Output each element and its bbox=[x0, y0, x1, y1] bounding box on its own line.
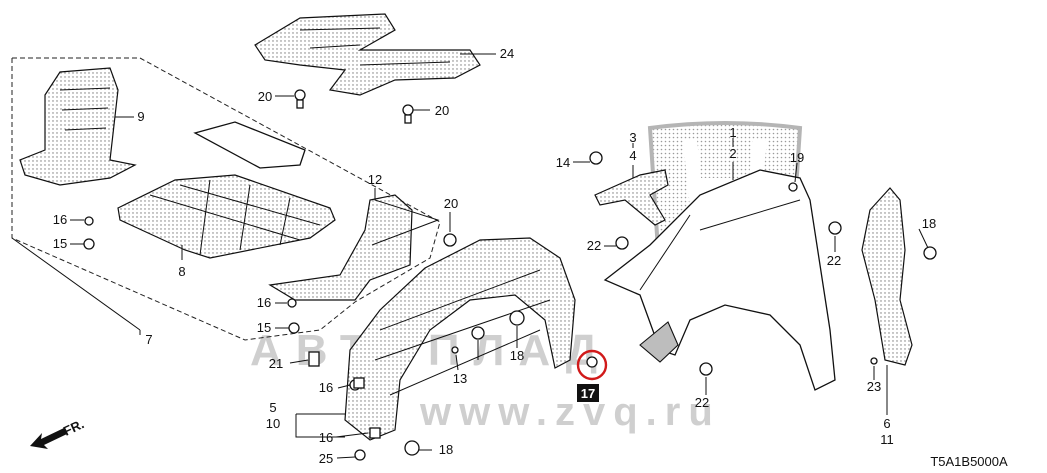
callout-8: 8 bbox=[178, 264, 185, 279]
callouts: 1234567891011121314151516161616181818192… bbox=[53, 46, 936, 466]
callout-16: 16 bbox=[53, 212, 67, 227]
direction-label: FR. bbox=[61, 416, 86, 438]
callout-18: 18 bbox=[922, 216, 936, 231]
callout-9: 9 bbox=[137, 109, 144, 124]
callout-24: 24 bbox=[500, 46, 514, 61]
callout-14: 14 bbox=[556, 155, 570, 170]
highlight-part-17[interactable]: 17 bbox=[576, 349, 608, 402]
callout-15: 15 bbox=[257, 320, 271, 335]
diagram-code: T5A1B5000A bbox=[930, 454, 1008, 469]
fasteners bbox=[83, 89, 937, 461]
callout-16: 16 bbox=[319, 380, 333, 395]
callout-20: 20 bbox=[444, 196, 458, 211]
assembly-7-frame bbox=[11, 57, 441, 341]
callout-2: 2 bbox=[729, 146, 736, 161]
callout-19: 19 bbox=[790, 150, 804, 165]
part-8-under-cover bbox=[117, 121, 336, 259]
callout-18: 18 bbox=[510, 348, 524, 363]
side-bracket-6-11 bbox=[861, 187, 913, 366]
front-arrow-icon bbox=[30, 428, 67, 449]
fender-liner bbox=[344, 237, 576, 441]
callout-22: 22 bbox=[827, 253, 841, 268]
callout-12: 12 bbox=[368, 172, 382, 187]
callout-16: 16 bbox=[319, 430, 333, 445]
part-24-upper-shield bbox=[254, 13, 481, 96]
callout-4: 4 bbox=[629, 148, 636, 163]
leader-lines bbox=[11, 53, 929, 459]
callout-7: 7 bbox=[145, 332, 152, 347]
fender-bracket-3-4 bbox=[594, 169, 669, 226]
callout-5: 5 bbox=[269, 400, 276, 415]
callout-1: 1 bbox=[729, 125, 736, 140]
callout-17: 17 bbox=[581, 386, 595, 401]
callout-15: 15 bbox=[53, 236, 67, 251]
callout-21: 21 bbox=[269, 356, 283, 371]
watermark-url: www.zvq.ru bbox=[419, 390, 721, 434]
callout-11: 11 bbox=[880, 432, 894, 447]
callout-25: 25 bbox=[319, 451, 333, 466]
callout-16: 16 bbox=[257, 295, 271, 310]
direction-indicator: FR. bbox=[30, 416, 86, 449]
part-9-side-shield bbox=[19, 67, 137, 186]
callout-6: 6 bbox=[883, 416, 890, 431]
callout-10: 10 bbox=[266, 416, 280, 431]
callout-13: 13 bbox=[453, 371, 467, 386]
callout-22: 22 bbox=[695, 395, 709, 410]
callout-22: 22 bbox=[587, 238, 601, 253]
callout-18: 18 bbox=[439, 442, 453, 457]
part-12-bracket bbox=[268, 194, 413, 301]
callout-3: 3 bbox=[629, 130, 636, 145]
callout-23: 23 bbox=[867, 379, 881, 394]
callout-20: 20 bbox=[435, 103, 449, 118]
callout-20: 20 bbox=[258, 89, 272, 104]
lower-fender-bracket bbox=[639, 321, 679, 363]
